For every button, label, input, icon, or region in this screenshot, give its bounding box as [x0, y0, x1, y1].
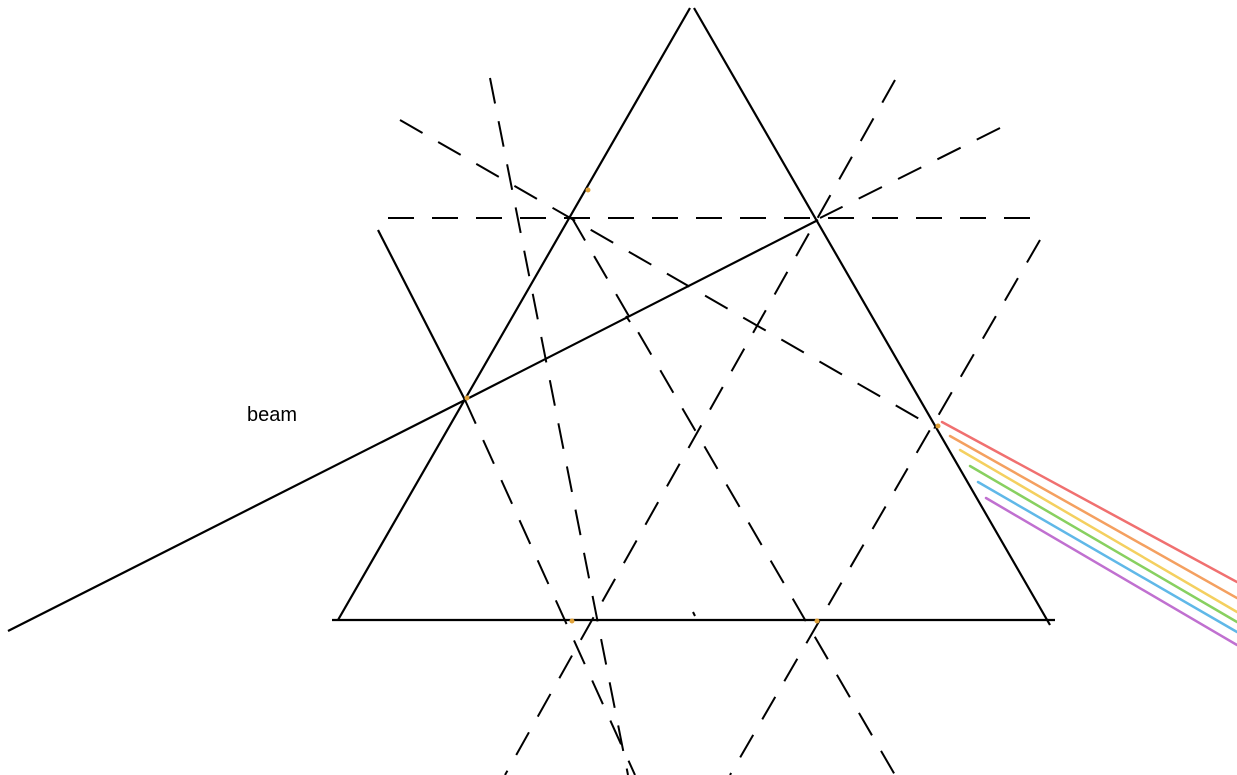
beam-label: beam — [247, 404, 298, 426]
spectrum-ray — [984, 496, 1237, 647]
prism-left-side — [337, 7, 691, 621]
spectrum-ray — [948, 434, 1237, 600]
dashed-line-center-down — [571, 217, 896, 775]
intersection-marker — [935, 423, 941, 429]
dashed-line-upper-right — [819, 127, 1001, 219]
intersection-marker — [569, 618, 575, 624]
spectrum-ray — [940, 420, 1237, 584]
intersection-marker — [814, 618, 820, 624]
incident-beam — [7, 399, 466, 632]
normal-line — [377, 229, 466, 401]
intersection-marker — [585, 187, 591, 193]
spectrum-ray — [958, 448, 1237, 614]
prism-right-side — [693, 7, 1051, 626]
tick-mark — [692, 611, 696, 617]
tick-mark — [625, 315, 631, 323]
dashed-line-steep-left — [489, 77, 629, 775]
dashed-line-right-down — [729, 239, 1041, 775]
refracted-beam — [464, 219, 819, 401]
dashed-line-upper-right-steep — [504, 79, 896, 775]
dashed-line-upper-left-diagonal — [399, 119, 936, 429]
intersection-marker — [464, 395, 470, 401]
spectrum-ray — [976, 480, 1237, 634]
spectrum-ray — [968, 464, 1237, 624]
dashed-line-left-down — [464, 399, 636, 775]
